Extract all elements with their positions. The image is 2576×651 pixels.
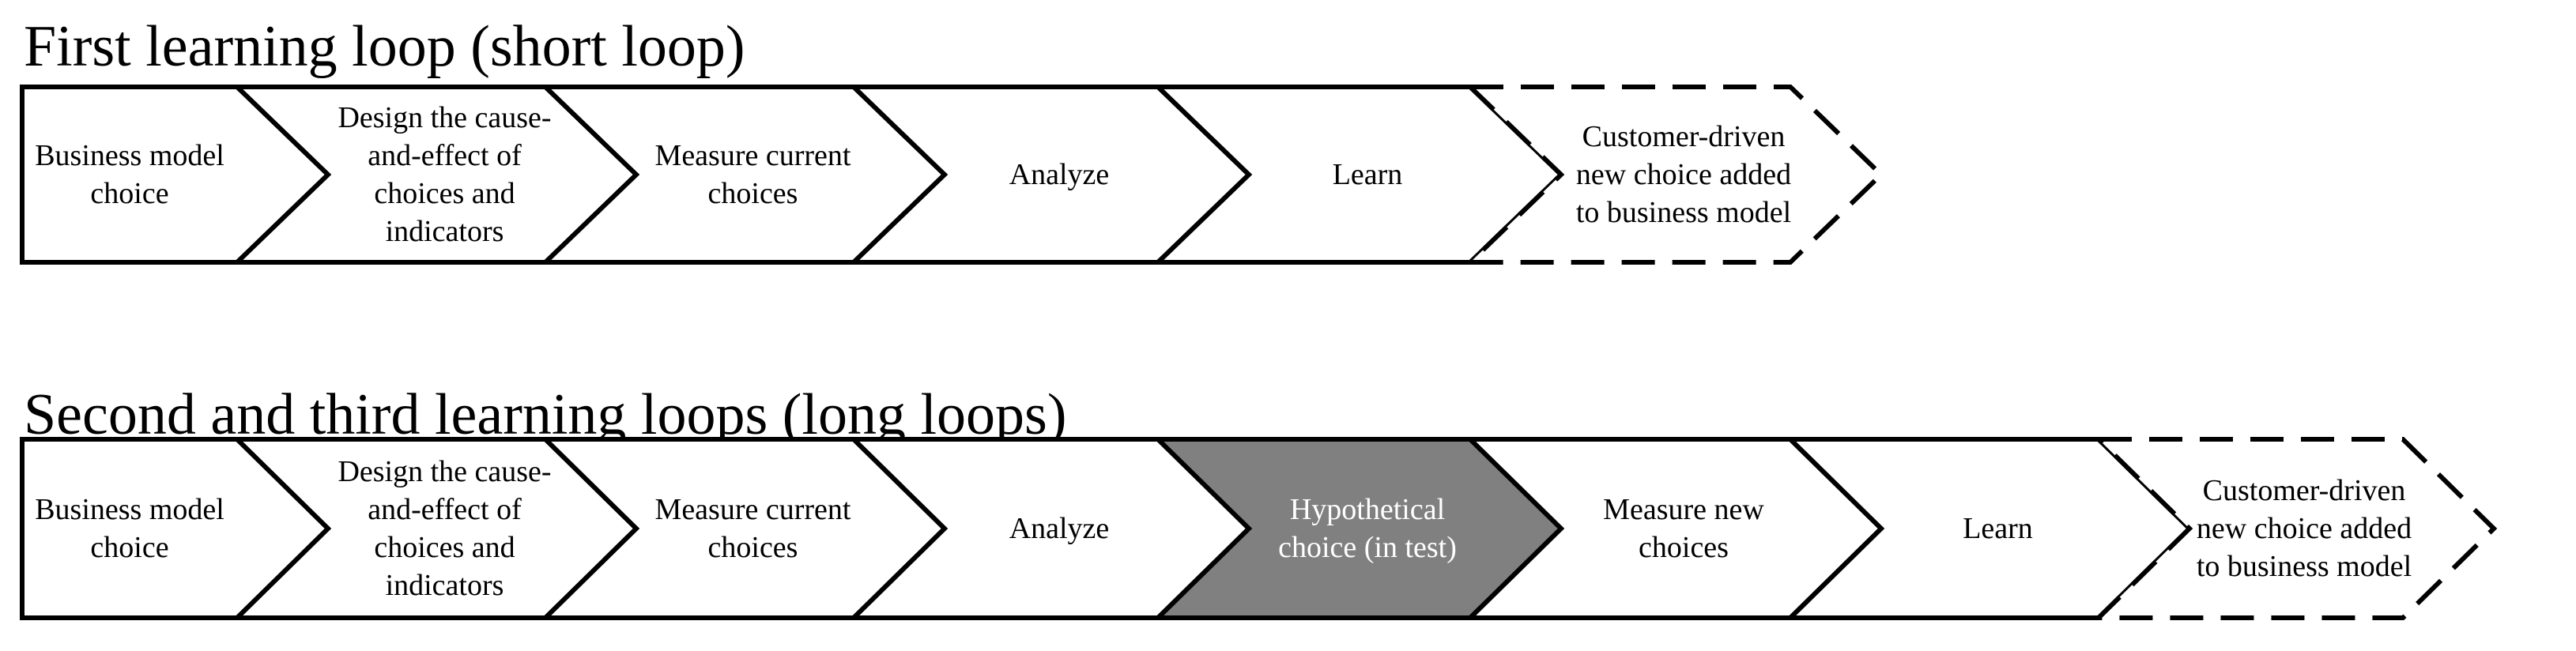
long-loop-step-5-label-line-1: Hypothetical — [1290, 493, 1445, 526]
long-loop-step-2-label-line-3: choices and — [374, 531, 515, 564]
long-loop-step-3-label-line-2: choices — [708, 531, 798, 564]
short-loop-step-3: Measure current choices — [539, 85, 949, 265]
long-loop-step-7-label-line-1: Learn — [1963, 512, 2033, 545]
short-loop-step-2: Design the cause-and-effect of choices an… — [231, 85, 640, 265]
long-loop-step-5-label-line-2: choice (in test) — [1278, 531, 1457, 564]
short-loop-step-1-label-line-1: Business model — [35, 139, 224, 172]
long-loop-step-2-label-line-1: Design the cause- — [338, 455, 551, 488]
long-loop-step-2: Design the cause-and-effect of choices an… — [231, 437, 640, 620]
long-loop-step-8: Customer-driven new choice added to busine… — [2092, 437, 2498, 620]
short-loop-step-1: Business model choice — [20, 85, 332, 265]
short-loop-step-2-label-line-1: Design the cause- — [338, 101, 551, 134]
long-loop-step-6-label-line-1: Measure new — [1603, 493, 1764, 526]
long-loop-step-2-label-line-2: and-effect of — [368, 493, 522, 526]
long-loop-step-8-label-line-3: to business model — [2197, 550, 2412, 583]
short-loop-step-6-label-line-3: to business model — [1576, 196, 1791, 229]
long-loop-step-3: Measure current choices — [539, 437, 949, 620]
short-loop-step-6-label-line-2: new choice added — [1576, 158, 1791, 191]
short-loop-step-3-label-line-1: Measure current — [655, 139, 851, 172]
short-loop-step-2-label-line-2: and-effect of — [368, 139, 522, 172]
long-loop-step-8-chevron — [2092, 437, 2498, 620]
long-loop-step-1-label-line-2: choice — [90, 531, 168, 564]
long-loop-step-6-label-line-2: choices — [1639, 531, 1729, 564]
long-loop-step-4-label-line-1: Analyze — [1009, 512, 1110, 545]
short-loop-chevron-row: Business model choice Design the cause-and… — [20, 85, 1885, 265]
short-loop-step-4-label-line-1: Analyze — [1009, 158, 1110, 191]
long-loop-title: Second and third learning loops (long lo… — [24, 382, 1067, 447]
long-loop-step-1-label-line-1: Business model — [35, 493, 224, 526]
short-loop-step-2-label-line-4: indicators — [386, 215, 504, 248]
short-loop-step-5-label-line-1: Learn — [1333, 158, 1403, 191]
short-loop-step-1-label-line-2: choice — [90, 177, 168, 210]
long-loop-step-8-label-line-2: new choice added — [2197, 512, 2412, 545]
short-loop-step-3-label-line-2: choices — [708, 177, 798, 210]
long-loop-chevron-row: Business model choice Design the cause-and… — [20, 437, 2498, 620]
short-loop-step-6-chevron — [1464, 85, 1885, 265]
short-loop-step-2-label-line-3: choices and — [374, 177, 515, 210]
long-loop-step-8-label-line-1: Customer-driven — [2203, 474, 2406, 507]
long-loop-step-2-label-line-4: indicators — [386, 569, 504, 602]
long-loop-step-3-label-line-1: Measure current — [655, 493, 851, 526]
short-loop-title: First learning loop (short loop) — [24, 14, 745, 79]
short-loop-step-6-label-line-1: Customer-driven — [1582, 120, 1786, 153]
short-loop-step-6: Customer-driven new choice added to busine… — [1464, 85, 1885, 265]
